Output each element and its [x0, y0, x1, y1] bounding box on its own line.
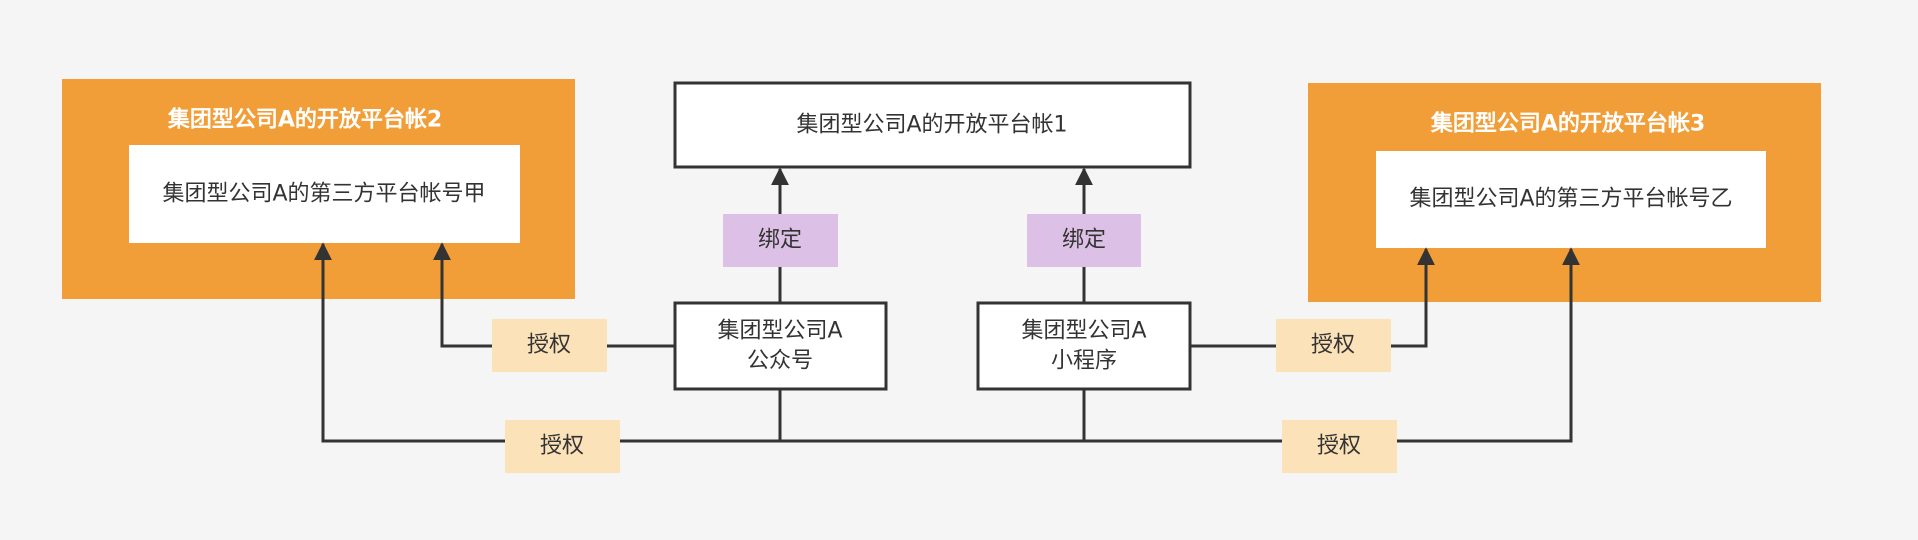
container-account-3-title: 集团型公司A的开放平台帐3: [1430, 111, 1705, 137]
node-account-1-box: [673, 81, 1192, 169]
edge-label-authorize-jia-upper-box: [492, 319, 607, 372]
node-official-account-line1: 集团型公司A: [717, 319, 842, 344]
edge-label-bind-left[interactable]: 绑定: [723, 214, 838, 267]
node-mini-program-line2: 小程序: [1051, 349, 1117, 374]
edge-label-authorize-jia-upper[interactable]: 授权: [492, 319, 607, 372]
node-third-party-jia-box: [129, 145, 520, 243]
edge-label-bind-left-box: [723, 214, 838, 267]
edge-label-bind-right[interactable]: 绑定: [1027, 214, 1141, 267]
node-mini-program-line1: 集团型公司A: [1021, 319, 1146, 344]
node-account-1-label: 集团型公司A的开放平台帐1: [796, 113, 1067, 138]
edge-label-authorize-jia-lower[interactable]: 授权: [505, 420, 620, 473]
edge-label-authorize-yi-lower-text: 授权: [1317, 434, 1361, 459]
node-third-party-yi-label: 集团型公司A的第三方平台帐号乙: [1409, 187, 1732, 212]
edge-label-authorize-yi-upper[interactable]: 授权: [1276, 319, 1391, 372]
node-third-party-yi-box: [1376, 151, 1766, 248]
edge-label-authorize-yi-upper-text: 授权: [1311, 333, 1355, 358]
edge-label-bind-left-text: 绑定: [758, 228, 802, 253]
edge-label-authorize-yi-upper-box: [1276, 319, 1391, 372]
node-account-1[interactable]: 集团型公司A的开放平台帐1: [673, 81, 1192, 169]
edge-label-authorize-jia-upper-text: 授权: [527, 333, 571, 358]
edge-label-bind-right-box: [1027, 214, 1141, 267]
node-mini-program-box: [976, 301, 1192, 391]
edge-label-authorize-jia-lower-box: [505, 420, 620, 473]
edge-label-authorize-yi-lower-box: [1282, 420, 1397, 473]
node-official-account[interactable]: 集团型公司A 公众号: [673, 301, 888, 391]
node-third-party-jia[interactable]: 集团型公司A的第三方平台帐号甲: [129, 145, 520, 243]
node-official-account-box: [673, 301, 888, 391]
node-mini-program[interactable]: 集团型公司A 小程序: [976, 301, 1192, 391]
container-account-2-title: 集团型公司A的开放平台帐2: [167, 107, 442, 133]
edge-mini-to-yi: [1190, 247, 1435, 348]
edge-label-authorize-yi-lower[interactable]: 授权: [1282, 420, 1397, 473]
node-third-party-yi[interactable]: 集团型公司A的第三方平台帐号乙: [1376, 151, 1766, 248]
edge-label-bind-right-text: 绑定: [1062, 228, 1106, 253]
node-official-account-line2: 公众号: [747, 349, 813, 374]
edge-label-authorize-jia-lower-text: 授权: [540, 434, 584, 459]
node-third-party-jia-label: 集团型公司A的第三方平台帐号甲: [162, 182, 485, 207]
